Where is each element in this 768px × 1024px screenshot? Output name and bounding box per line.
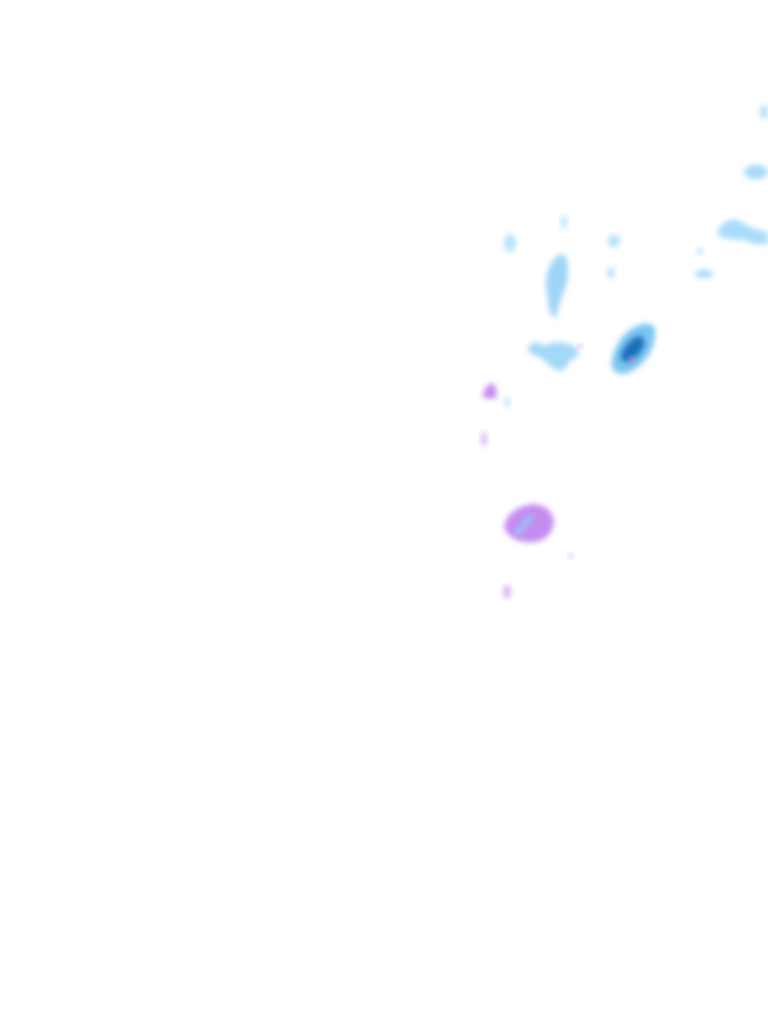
precip-cell	[607, 268, 615, 278]
precip-cell	[528, 342, 579, 371]
precip-cell-mixed-streak	[514, 514, 534, 536]
precip-cell-mixed-spot	[578, 344, 582, 348]
precip-cell-mixed	[482, 383, 497, 399]
precip-cell	[718, 219, 768, 245]
precip-cell-mixed-spot	[629, 357, 635, 363]
precip-cell	[569, 554, 573, 558]
precip-cell	[696, 248, 704, 254]
precip-cell-heavy-core	[620, 336, 645, 362]
precip-cell	[760, 105, 768, 119]
precip-cell	[546, 254, 568, 318]
precip-cell-mixed	[503, 585, 511, 599]
precip-cell-mixed	[481, 432, 487, 446]
precip-cell	[695, 270, 713, 278]
precip-cell	[608, 235, 620, 247]
precip-cell	[504, 396, 510, 408]
precip-cell	[561, 215, 567, 229]
precip-cell	[744, 165, 768, 179]
precip-cell	[504, 234, 516, 252]
